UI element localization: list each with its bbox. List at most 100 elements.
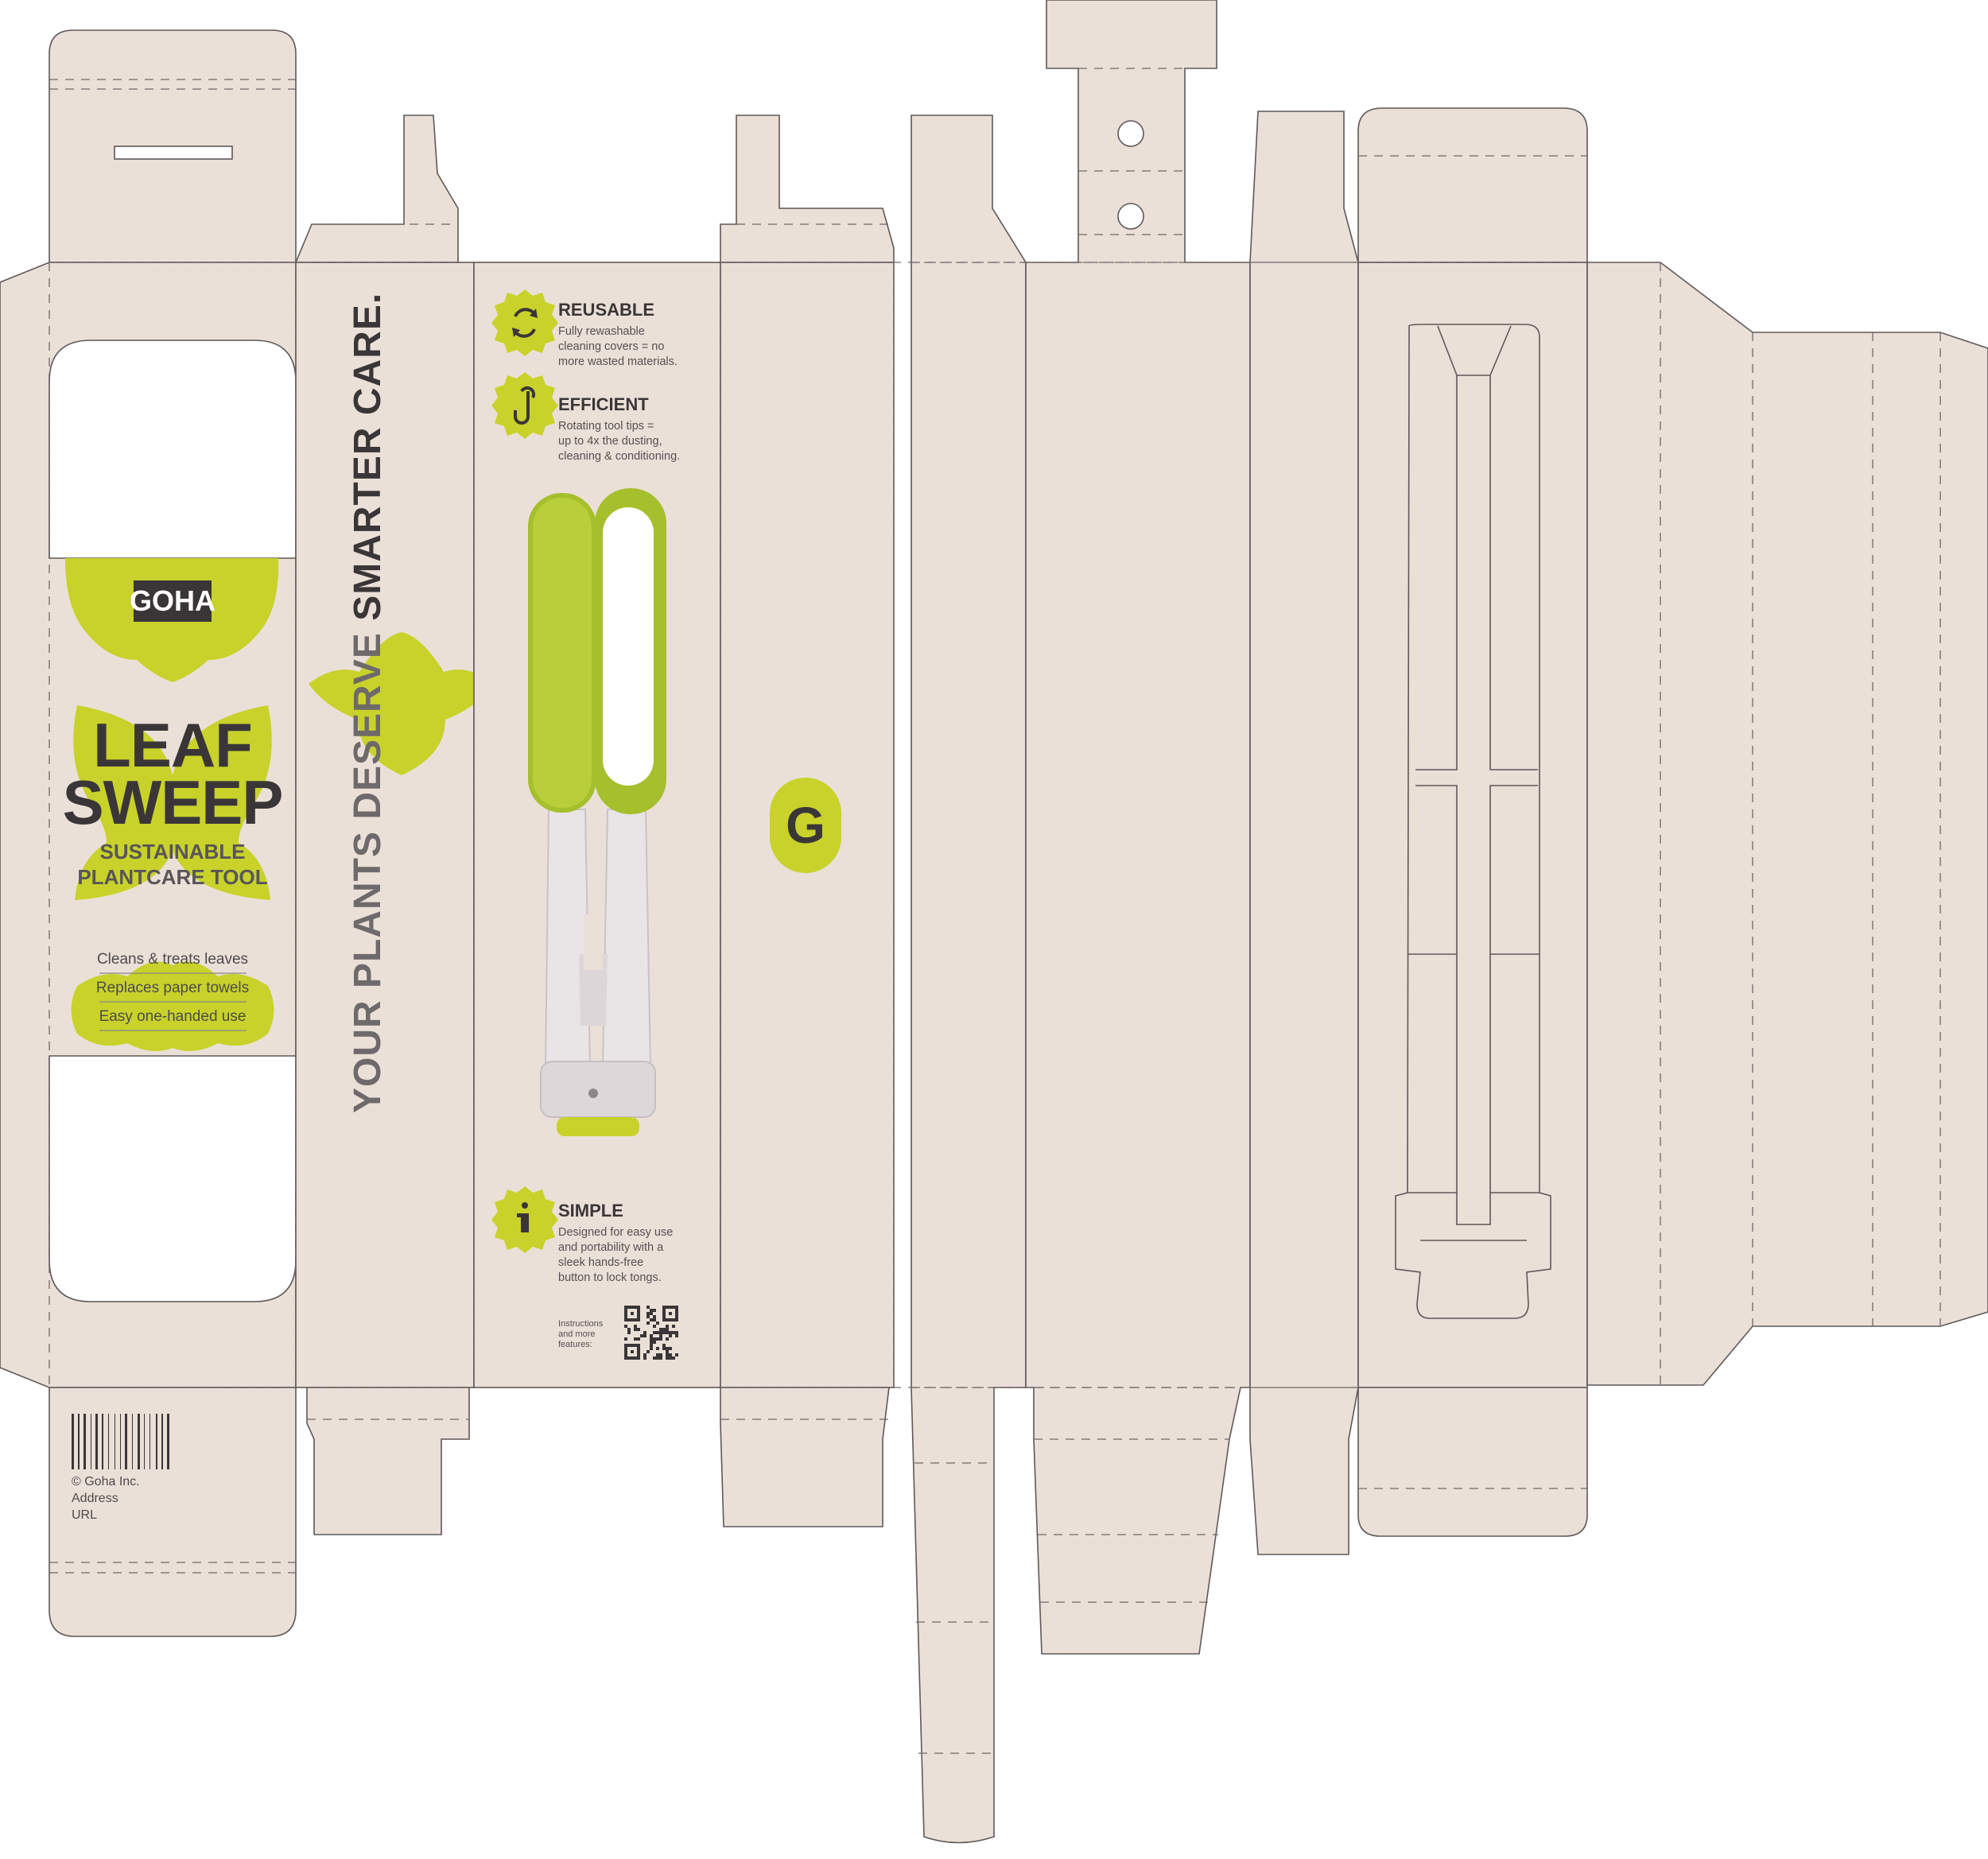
qr-module: [650, 1344, 653, 1347]
product-title-line1: LEAF: [93, 710, 252, 780]
qr-module: [656, 1347, 659, 1350]
qr-module: [646, 1306, 650, 1309]
qr-module: [634, 1344, 637, 1347]
qr-module: [637, 1328, 640, 1331]
qr-module: [666, 1318, 669, 1321]
qr-module: [634, 1356, 637, 1360]
qr-module: [675, 1315, 678, 1318]
qr-caption-line3: features:: [558, 1340, 592, 1349]
qr-code: [624, 1306, 678, 1360]
qr-module: [666, 1328, 669, 1331]
qr-module: [675, 1318, 678, 1321]
qr-module: [627, 1306, 631, 1309]
qr-module: [662, 1315, 666, 1318]
feature-2-text-line3: cleaning & conditioning.: [558, 450, 680, 463]
insert-cradle-group: [1357, 107, 1588, 1537]
qr-module: [650, 1347, 653, 1350]
title-leaf-shape: [73, 705, 272, 900]
qr-module: [646, 1321, 650, 1325]
qr-module: [631, 1306, 634, 1309]
qr-module: [675, 1331, 678, 1334]
barcode-bar: [125, 1414, 127, 1469]
leaf-sweep-tool-illustration: [528, 488, 666, 1136]
qr-module: [669, 1334, 672, 1337]
qr-module: [653, 1331, 656, 1334]
barcode-bar: [161, 1414, 163, 1469]
qr-module: [624, 1337, 627, 1341]
qr-module: [637, 1318, 640, 1321]
qr-caption-line2: and more: [558, 1329, 595, 1339]
qr-module: [650, 1337, 653, 1341]
slogan-part-1: YOUR PLANTS DESERVE: [347, 621, 389, 1113]
recycle-icon-badge: [491, 289, 558, 356]
qr-module: [659, 1328, 662, 1331]
front-panel-group: GOHA LEAF SWEEP SUSTAINABLE PLANTCARE TO…: [0, 29, 297, 1637]
qr-module: [637, 1306, 640, 1309]
qr-module: [669, 1331, 672, 1334]
qr-module: [656, 1356, 659, 1360]
qr-module: [627, 1356, 631, 1360]
qr-module: [624, 1318, 627, 1321]
qr-module: [637, 1344, 640, 1347]
qr-module: [634, 1318, 637, 1321]
qr-module: [662, 1328, 666, 1331]
feature-3-heading: SIMPLE: [558, 1201, 623, 1221]
feature-bullet-2: Replaces paper towels: [96, 980, 249, 996]
url-text: URL: [72, 1508, 97, 1522]
qr-module: [669, 1353, 672, 1356]
qr-module: [631, 1318, 634, 1321]
qr-module: [669, 1318, 672, 1321]
qr-module: [631, 1344, 634, 1347]
qr-module: [666, 1331, 669, 1334]
top-window: [49, 340, 297, 559]
hang-hole-1: [1117, 120, 1144, 147]
qr-module: [659, 1353, 662, 1356]
qr-module: [675, 1309, 678, 1312]
barcode-bar: [132, 1414, 133, 1469]
bottom-window: [49, 1055, 297, 1302]
qr-module: [662, 1347, 666, 1350]
qr-module: [624, 1312, 627, 1315]
feature-3-text-line3: sleek hands-free: [558, 1256, 643, 1269]
copyright-text: © Goha Inc.: [72, 1475, 140, 1488]
product-subtitle-line2: PLANTCARE TOOL: [77, 865, 267, 889]
qr-module: [631, 1356, 634, 1360]
qr-module: [669, 1312, 672, 1315]
rotate-icon: [514, 386, 536, 425]
qr-module: [637, 1337, 640, 1341]
bullets-leaf-shape: [71, 961, 274, 1051]
qr-module: [656, 1337, 659, 1341]
feature-1-text-line1: Fully rewashable: [558, 325, 645, 338]
qr-module: [624, 1356, 627, 1360]
qr-module: [643, 1356, 646, 1360]
feature-3-text-line4: button to lock tongs.: [558, 1271, 662, 1284]
qr-module: [624, 1306, 627, 1309]
qr-module: [653, 1315, 656, 1318]
qr-module: [627, 1328, 631, 1331]
qr-module: [659, 1337, 662, 1341]
qr-module: [637, 1312, 640, 1315]
insert-strip-group: [911, 114, 1027, 1844]
qr-module: [624, 1309, 627, 1312]
qr-module: [675, 1306, 678, 1309]
barcode-bar: [144, 1414, 145, 1469]
qr-module: [631, 1350, 634, 1353]
qr-module: [643, 1353, 646, 1356]
qr-module: [666, 1337, 669, 1341]
barcode-bar: [120, 1414, 121, 1469]
qr-module: [631, 1312, 634, 1315]
qr-module: [624, 1344, 627, 1347]
qr-caption-line1: Instructions: [558, 1319, 604, 1329]
qr-module: [656, 1353, 659, 1356]
qr-module: [650, 1312, 653, 1315]
qr-module: [666, 1353, 669, 1356]
barcode-bar: [108, 1414, 109, 1469]
qr-module: [675, 1353, 678, 1356]
qr-module: [627, 1344, 631, 1347]
barcode-bar: [72, 1414, 74, 1469]
qr-module: [640, 1334, 643, 1337]
qr-module: [650, 1334, 653, 1337]
hang-hole-2: [1117, 203, 1144, 230]
barcode-bar: [167, 1414, 169, 1469]
barcode-bar: [138, 1414, 140, 1469]
